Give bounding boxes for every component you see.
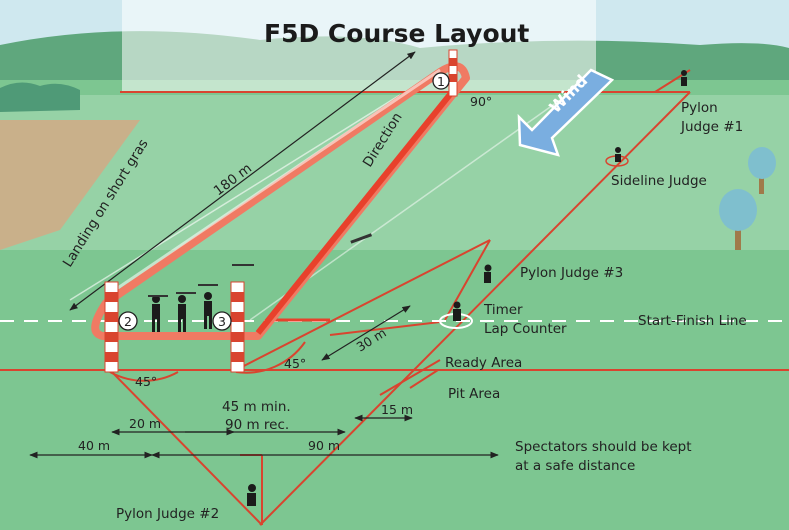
page-title: F5D Course Layout [264,19,529,48]
pylon-judge-3-icon [484,264,492,283]
angle-90-label: 90° [470,94,492,109]
dim-40m-label: 40 m [78,438,110,453]
pylon-spacing-line2: 90 m rec. [225,417,289,433]
spectators-line1: Spectators should be kept [515,439,692,455]
pylon-judge-2-label: Pylon Judge #2 [116,506,219,522]
ready-area-label: Ready Area [445,355,522,371]
landing-path [105,68,441,298]
airplane-icon [148,233,373,297]
pylon-icon: 1 [432,49,458,97]
pylon-judge-1-line2: Judge #1 [680,119,743,135]
pylon-number: 2 [124,314,132,329]
spectators-line2: at a safe distance [515,458,635,474]
pylon-judge-1-icon [681,70,687,86]
dim-20m-label: 20 m [129,416,161,431]
timer-icon [439,301,473,329]
tree-icon [719,189,757,250]
pylon-icon: 3 [212,281,245,373]
pylon-number: 1 [437,74,445,89]
pylon-judge-3-label: Pylon Judge #3 [520,265,623,281]
timer-label-line1: Timer [483,302,523,318]
pylon-judge-1-line1: Pylon [681,100,718,116]
pylon-number: 3 [218,314,226,329]
pylon-icon: 2 [104,281,138,373]
pilot-icon [152,292,212,332]
dim-90m-label: 90 m [308,438,340,453]
sideline-judge-label: Sideline Judge [611,173,707,189]
tree-icon [748,147,776,194]
angle-45-right-label: 45° [284,356,306,371]
start-finish-label: Start-Finish Line [638,313,747,329]
flight-path-inner [255,90,455,335]
pylon-spacing-line1: 45 m min. [222,399,291,415]
dim-15m-label: 15 m [381,402,413,417]
pit-area-label: Pit Area [448,386,500,402]
angle-45-left-label: 45° [135,374,157,389]
timer-label-line2: Lap Counter [484,321,567,337]
pylon-judge-2-icon [247,484,256,506]
sideline-judge-icon [605,147,629,167]
dimension-lines [29,51,499,459]
